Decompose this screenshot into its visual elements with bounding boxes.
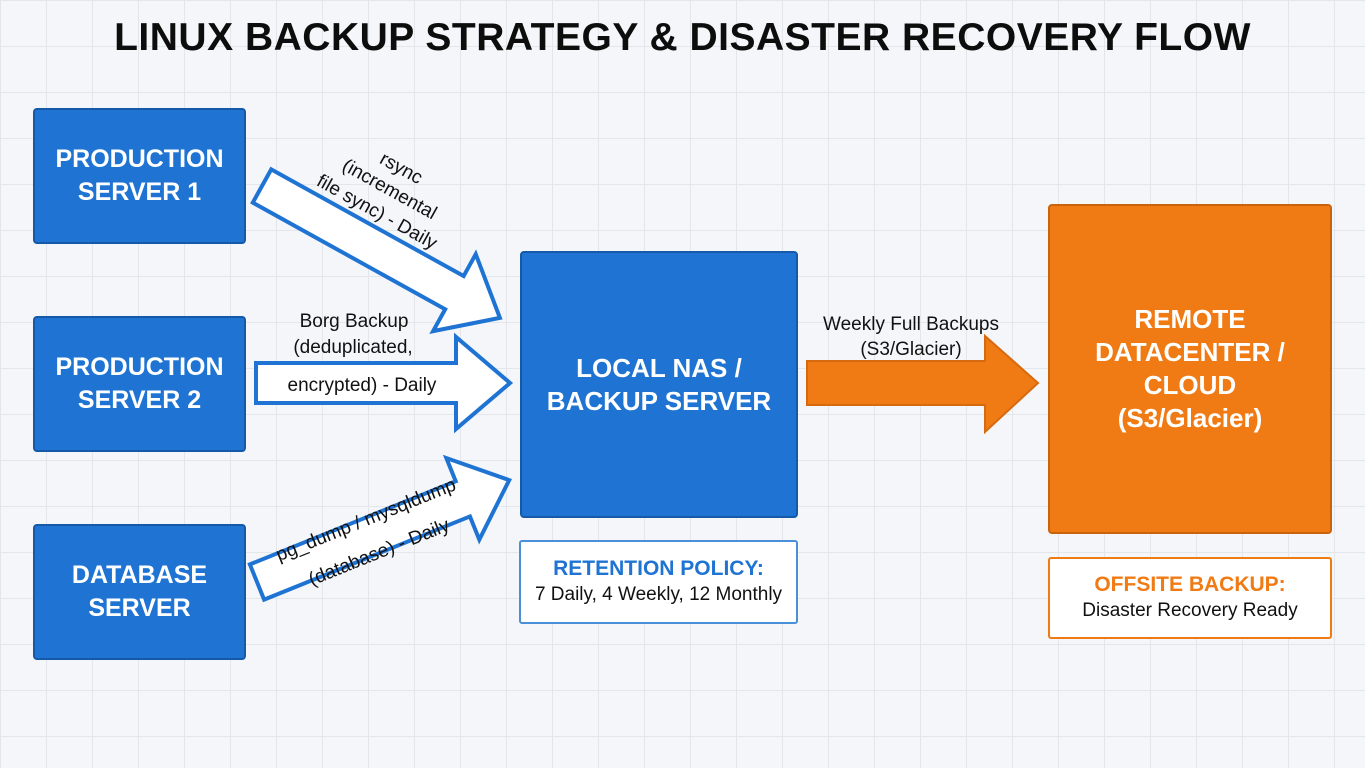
production-server-1-node: PRODUCTION SERVER 1 (33, 108, 246, 244)
retention-policy-title: RETENTION POLICY: (553, 557, 764, 580)
dump-arrow (247, 454, 513, 603)
borg-label-line-2: (deduplicated, (293, 337, 412, 358)
borg-label-line-3: encrypted) - Daily (288, 375, 437, 396)
production-server-2-node: PRODUCTION SERVER 2 (33, 316, 246, 452)
retention-policy-body: 7 Daily, 4 Weekly, 12 Monthly (534, 584, 783, 605)
offsite-backup-title: OFFSITE BACKUP: (1094, 573, 1286, 596)
remote-cloud-node: REMOTE DATACENTER / CLOUD (S3/Glacier) (1048, 204, 1332, 534)
weekly-label-line-2: (S3/Glacier) (860, 339, 961, 360)
diagram-title: LINUX BACKUP STRATEGY & DISASTER RECOVER… (114, 16, 1251, 59)
offsite-backup-body: Disaster Recovery Ready (1082, 600, 1298, 621)
borg-arrow (254, 332, 514, 434)
rsync-arrow (250, 166, 503, 334)
local-nas-node: LOCAL NAS / BACKUP SERVER (520, 251, 798, 518)
offsite-backup-note: OFFSITE BACKUP: Disaster Recovery Ready (1048, 557, 1332, 639)
database-server-node: DATABASE SERVER (33, 524, 246, 660)
retention-policy-note: RETENTION POLICY: 7 Daily, 4 Weekly, 12 … (519, 540, 798, 624)
borg-label-line-1: Borg Backup (300, 311, 409, 332)
weekly-arrow (806, 333, 1040, 435)
weekly-label-line-1: Weekly Full Backups (823, 314, 999, 335)
